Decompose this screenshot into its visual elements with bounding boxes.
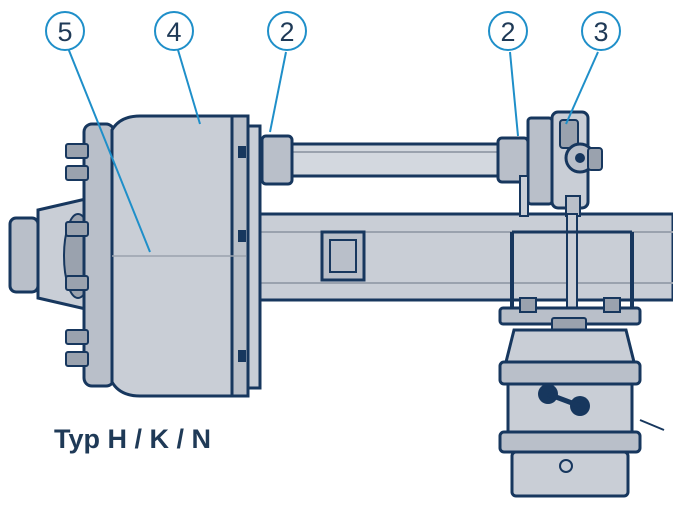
callout-3: 3 (581, 11, 621, 51)
callouts: 5 4 2 2 3 (45, 11, 621, 51)
callout-4-label: 4 (166, 17, 181, 47)
wheel-studs (65, 143, 89, 367)
leader-2b (509, 51, 519, 137)
axle-beam (243, 212, 673, 302)
callout-5-label: 5 (57, 17, 72, 47)
leader-2a (269, 51, 287, 133)
leader-3 (565, 51, 599, 125)
type-label: Typ H / K / N (54, 424, 211, 454)
callout-2a-label: 2 (279, 17, 294, 47)
camshaft (260, 134, 534, 186)
callout-2a: 2 (267, 11, 307, 51)
callout-4: 4 (154, 11, 194, 51)
callout-3-label: 3 (593, 17, 608, 47)
brake-chamber (498, 297, 665, 498)
callout-2b-label: 2 (500, 17, 515, 47)
leader-lines (67, 47, 599, 253)
brake-drum (110, 114, 262, 398)
slack-adjuster (519, 110, 603, 217)
callout-5: 5 (45, 11, 85, 51)
callout-2b: 2 (488, 11, 528, 51)
leader-5 (67, 47, 151, 253)
wheel-hub (8, 122, 116, 388)
leader-4 (177, 49, 201, 125)
